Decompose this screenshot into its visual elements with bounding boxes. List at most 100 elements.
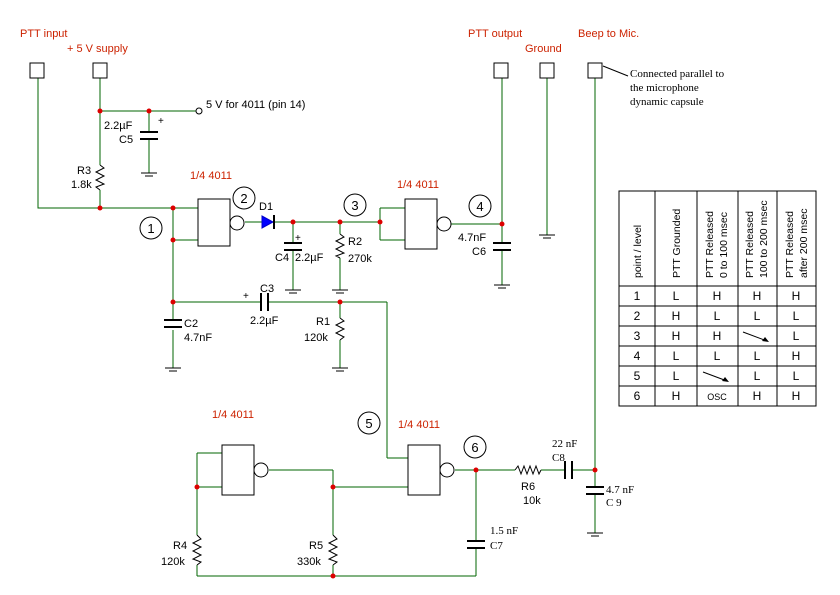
node-2-circle <box>232 186 256 210</box>
node-6-circle <box>463 435 487 459</box>
r3-name: R3 <box>77 165 91 177</box>
resistor-r5 <box>327 534 339 566</box>
gate-3-label: 1/4 4011 <box>212 409 254 421</box>
gate-1-label: 1/4 4011 <box>190 170 232 182</box>
table-cell-level: H <box>672 389 681 403</box>
c4-polarity: + <box>295 233 301 244</box>
logic-table: point / level PTT Grounded PTT Released … <box>618 190 817 407</box>
table-header-range-2: 100 to 200 msec <box>758 200 770 278</box>
d1-name: D1 <box>259 201 273 213</box>
table-cell-level: L <box>793 309 800 323</box>
c6-name: C6 <box>472 246 486 258</box>
table-header-released-1: PTT Released <box>704 211 716 278</box>
supply-terminal <box>92 62 108 79</box>
beep-terminal <box>587 62 603 79</box>
nand-gate-3 <box>221 444 269 496</box>
c9-name: C 9 <box>606 497 622 509</box>
resistor-r2 <box>334 233 346 259</box>
table-cell-level: H <box>713 329 722 343</box>
ground-symbol-r1 <box>332 367 348 372</box>
nand-gate-2 <box>404 198 452 250</box>
node-4-label: 4 <box>476 199 483 214</box>
c3-value: 2.2µF <box>250 315 279 327</box>
capacitor-c7 <box>467 540 485 549</box>
falling-arrow-icon <box>742 331 769 342</box>
note-line-1: Connected parallel to <box>630 68 725 80</box>
supply-label: + 5 V supply <box>67 43 128 55</box>
table-header-range-3: after 200 msec <box>798 209 810 278</box>
c5-name: C5 <box>119 134 133 146</box>
ptt-input-label: PTT input <box>20 28 68 40</box>
table-header-released-2: PTT Released <box>744 211 756 278</box>
table-row-point: 6 <box>634 389 641 403</box>
ground-terminal <box>539 62 555 79</box>
c6-value: 4.7nF <box>458 232 486 244</box>
c2-name: C2 <box>184 318 198 330</box>
wires <box>37 75 596 577</box>
vcc-terminal-circle <box>195 107 203 115</box>
r2-name: R2 <box>348 236 362 248</box>
c5-polarity: + <box>158 116 164 127</box>
r2-value: 270k <box>348 253 372 265</box>
capacitor-c8 <box>564 461 573 479</box>
ptt-output-label: PTT output <box>468 28 522 40</box>
table-header-range-1: 0 to 100 msec <box>718 212 730 278</box>
node-5-circle <box>357 411 381 435</box>
resistor-r3 <box>94 164 106 191</box>
capacitor-c3 <box>260 293 269 311</box>
gate-2-label: 1/4 4011 <box>397 179 439 191</box>
table-cell-level: L <box>714 309 721 323</box>
table-row-point: 2 <box>634 309 641 323</box>
c7-value: 1.5 nF <box>490 525 518 537</box>
table-cell-level: H <box>672 309 681 323</box>
capacitor-c2 <box>164 319 182 328</box>
c8-name: C8 <box>552 452 565 464</box>
junction-dots <box>97 108 598 579</box>
table-cell-level: L <box>754 349 761 363</box>
table-cell-level: H <box>753 289 762 303</box>
r3-value: 1.8k <box>71 179 92 191</box>
node-2-label: 2 <box>240 191 247 206</box>
note-line-2: the microphone <box>630 82 699 94</box>
r5-name: R5 <box>309 540 323 552</box>
node-1-circle <box>139 216 163 240</box>
ground-symbol-r2 <box>332 289 348 294</box>
ptt-input-terminal <box>29 62 45 79</box>
c4-name: C4 <box>275 252 289 264</box>
table-header-released-3: PTT Released <box>784 211 796 278</box>
falling-arrow-icon <box>702 371 729 382</box>
table-cell-level: H <box>713 289 722 303</box>
ground-symbol-c9 <box>587 532 603 537</box>
c4-value: 2.2µF <box>295 252 324 264</box>
nand-gate-1 <box>197 198 245 247</box>
c3-name: C3 <box>260 283 274 295</box>
r5-value: 330k <box>297 556 321 568</box>
diode-d1 <box>261 215 275 229</box>
table-row-point: 1 <box>634 289 641 303</box>
table-cell-level: L <box>793 329 800 343</box>
table-cell-level: H <box>672 329 681 343</box>
nand-gate-4 <box>407 444 455 496</box>
c5-value: 2.2µF <box>104 120 133 132</box>
node-1-label: 1 <box>147 221 154 236</box>
table-cell-level: L <box>673 349 680 363</box>
resistor-r1 <box>334 317 346 341</box>
node-4-circle <box>468 194 492 218</box>
c2-value: 4.7nF <box>184 332 212 344</box>
node-3-circle <box>343 193 367 217</box>
c3-polarity: + <box>243 291 249 302</box>
node-5-label: 5 <box>365 416 372 431</box>
table-cell-level: H <box>792 289 801 303</box>
table-cell-level: L <box>754 309 761 323</box>
r6-name: R6 <box>521 481 535 493</box>
table-cell-level: L <box>793 369 800 383</box>
table-row-point: 5 <box>634 369 641 383</box>
resistor-r4 <box>191 534 203 566</box>
ground-symbol-c4 <box>285 289 301 294</box>
r6-value: 10k <box>523 495 541 507</box>
r1-name: R1 <box>316 316 330 328</box>
beep-label: Beep to Mic. <box>578 28 639 40</box>
r4-name: R4 <box>173 540 187 552</box>
ground-label: Ground <box>525 43 562 55</box>
table-header-point: point / level <box>632 225 644 278</box>
